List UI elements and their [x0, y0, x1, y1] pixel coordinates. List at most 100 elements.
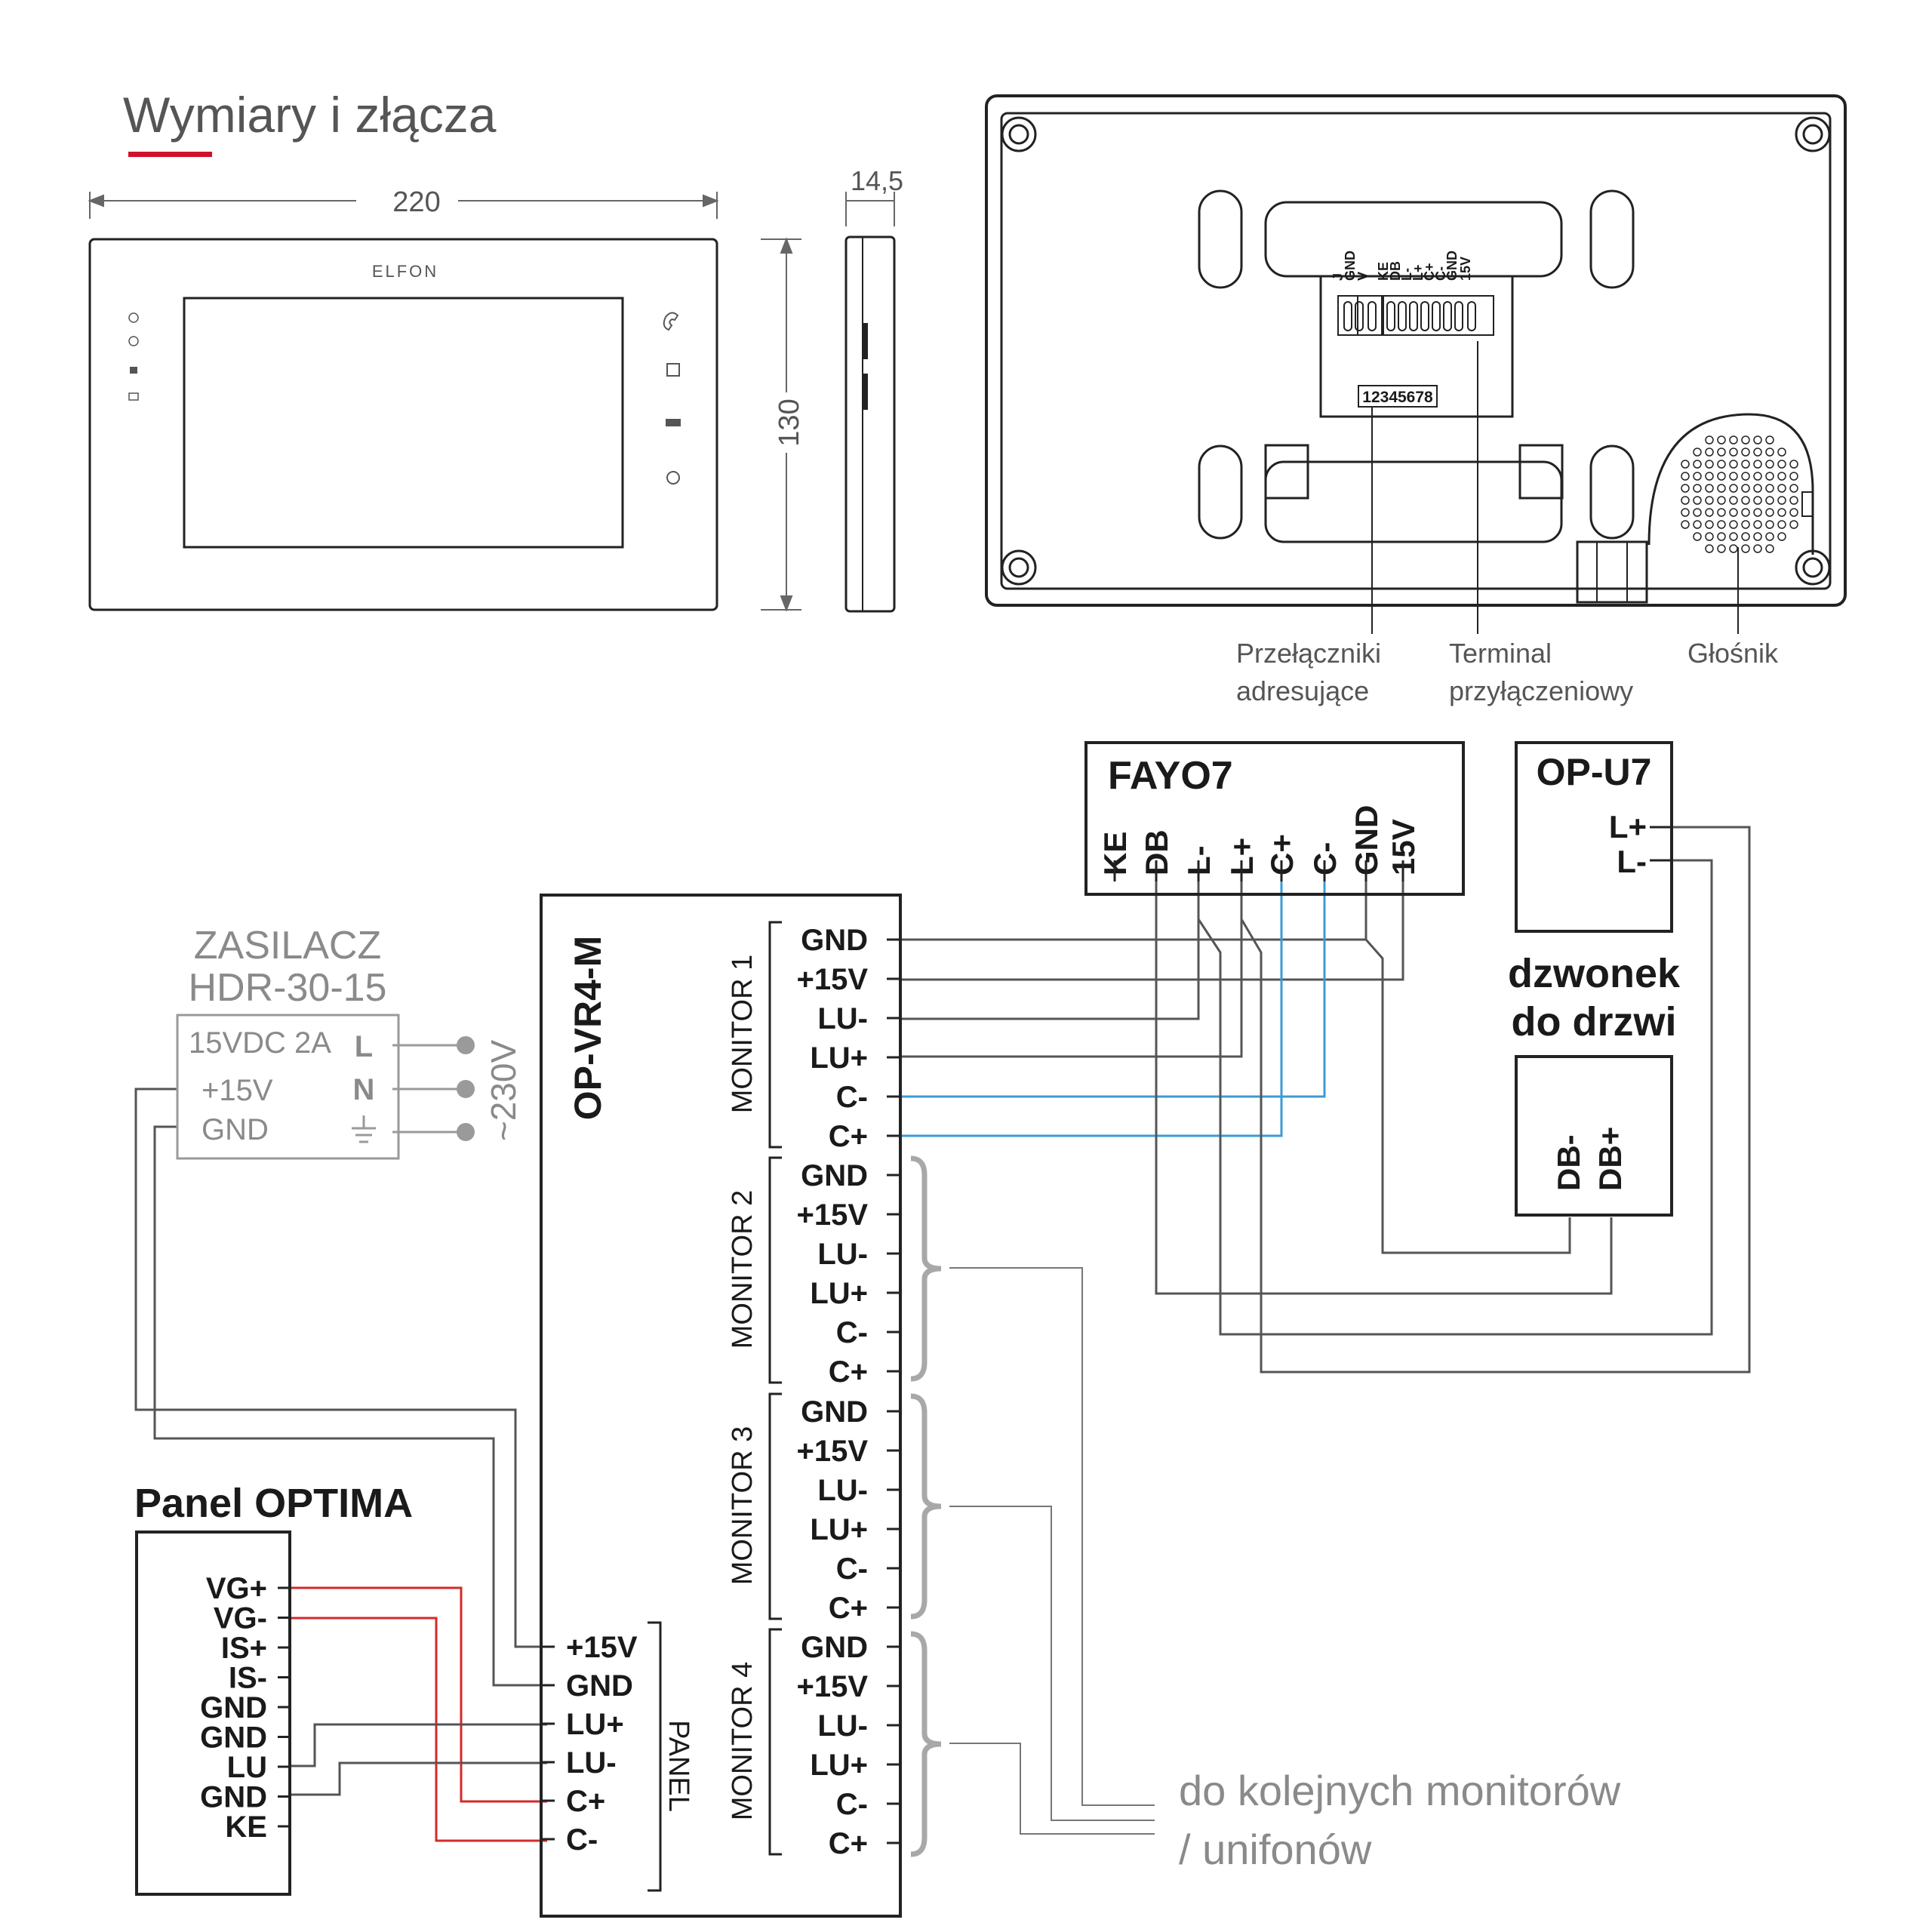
panel-terminal-label: LU+ [566, 1708, 624, 1741]
speaker-hole [1777, 472, 1786, 481]
wire-lu-minus [900, 881, 1200, 1020]
speaker-hole [1765, 435, 1774, 445]
wire-continue-m4 [949, 1743, 1155, 1835]
doorbell-terminal-db-minus: DB- [1551, 1134, 1586, 1191]
terminal-screw-icon [1454, 301, 1463, 331]
panel-terminal-label: +15V [566, 1631, 638, 1664]
speaker-hole [1741, 532, 1750, 541]
height-value: 130 [774, 398, 805, 446]
monitor-group-bracket [768, 1156, 782, 1384]
monitor-terminal-label: +15V [796, 1198, 868, 1232]
terminal-label: GND [1343, 251, 1358, 281]
lower-recess [1264, 460, 1563, 543]
speaker-hole [1765, 472, 1774, 481]
speaker-hole [1729, 472, 1738, 481]
speaker-hole [1693, 496, 1702, 505]
terminal-block-pins [1337, 295, 1494, 336]
terminal-screw-icon [1398, 301, 1407, 331]
optima-terminal-label: VG- [214, 1602, 267, 1635]
monitor-group-bracket [768, 1392, 782, 1620]
wire-gnd [900, 881, 1367, 941]
callout-switches-line1: Przełączniki [1236, 638, 1381, 669]
terminal-screw-icon [1432, 301, 1441, 331]
panel-terminal-label: LU- [566, 1746, 617, 1780]
speaker-hole [1741, 484, 1750, 493]
wire-continue-m3 [949, 1506, 1155, 1821]
speaker-hole [1681, 520, 1690, 529]
speaker-hole [1729, 484, 1738, 493]
monitor-group-label: MONITOR 3 [727, 1426, 758, 1585]
speaker-hole [1789, 484, 1798, 493]
speaker-hole [1753, 484, 1762, 493]
panel-group-label: PANEL [663, 1720, 694, 1812]
speaker-hole [1741, 496, 1750, 505]
terminal-screw-icon [1386, 301, 1395, 331]
gate-icon [666, 419, 681, 426]
speaker-hole [1729, 544, 1738, 553]
monitor-terminal-label: GND [801, 1395, 868, 1429]
wiring [134, 826, 1751, 1842]
monitor-terminal-label: LU+ [810, 1041, 868, 1075]
speaker-hole [1717, 508, 1726, 517]
speaker-hole [1765, 544, 1774, 553]
wire-continue-m2 [949, 1267, 1155, 1806]
speaker-hole [1717, 496, 1726, 505]
panel-terminal-label: C- [566, 1823, 598, 1857]
terminal-label: GND [1444, 251, 1460, 281]
wire-l-minus-handset [1197, 859, 1713, 1336]
monitor-terminal-label: LU+ [810, 1749, 868, 1782]
monitor-terminal-label: GND [801, 1631, 868, 1664]
height-dimension [761, 237, 801, 612]
monitor-group-bracket [768, 1628, 782, 1856]
psu-mains-label: ~230V [484, 1040, 523, 1142]
speaker-hole [1741, 448, 1750, 457]
wire-c-plus [900, 881, 1283, 1137]
power-supply: ZASILACZ HDR-30-15 15VDC 2A +15V GND L N… [176, 924, 523, 1160]
monitor-terminal-label: C+ [829, 1827, 868, 1860]
terminal-label: C- [1433, 266, 1448, 281]
op-u7-terminal-l-plus: L+ [1609, 809, 1647, 844]
distributor-name: OP-VR4-M [567, 936, 609, 1120]
speaker-hole [1765, 448, 1774, 457]
side-view [844, 192, 896, 613]
wire-l-plus-handset [1240, 826, 1751, 1374]
speaker-hole [1777, 460, 1786, 469]
monitor-terminal-label: C+ [829, 1355, 868, 1389]
monitor-terminal-label: GND [801, 1159, 868, 1192]
power-icon [128, 312, 139, 323]
speaker-hole [1765, 532, 1774, 541]
speaker-hole [1789, 472, 1798, 481]
speaker-hole [1681, 472, 1690, 481]
monitor-terminal-label: LU- [817, 1709, 868, 1743]
monitor-terminal-label: C- [836, 1081, 868, 1114]
speaker-hole [1693, 508, 1702, 517]
outdoor-panel-title: Panel OPTIMA [134, 1481, 413, 1526]
speaker-hole [1729, 508, 1738, 517]
terminal-label: J [1331, 273, 1346, 281]
wire-c-minus [900, 881, 1326, 1098]
speaker-hole [1705, 460, 1714, 469]
brand-logo: ELFON [372, 262, 438, 281]
wire-db-minus [1364, 939, 1571, 1254]
optima-terminal-label: GND [200, 1691, 267, 1724]
terminal-screw-icon [1355, 301, 1364, 331]
speaker-hole [1705, 532, 1714, 541]
speaker-hole [1705, 508, 1714, 517]
depth-value: 14,5 [851, 165, 903, 196]
speaker-hole [1777, 532, 1786, 541]
optima-terminal-label: LU [227, 1751, 267, 1784]
psu-input-n: N [353, 1073, 375, 1106]
speaker-hole [1717, 532, 1726, 541]
monitor-terminal-label: LU- [817, 1002, 868, 1035]
monitor-terminal-label: C- [836, 1552, 868, 1586]
address-switches [1358, 385, 1438, 408]
speaker-hole [1705, 496, 1714, 505]
speaker-hole [1777, 484, 1786, 493]
screen-area [183, 297, 624, 549]
speaker-hole [1741, 508, 1750, 517]
handset-icon [663, 312, 679, 331]
op-u7-terminal-l-minus: L- [1617, 844, 1647, 879]
panel-terminal-label: C+ [566, 1785, 605, 1818]
speaker-hole [1729, 435, 1738, 445]
